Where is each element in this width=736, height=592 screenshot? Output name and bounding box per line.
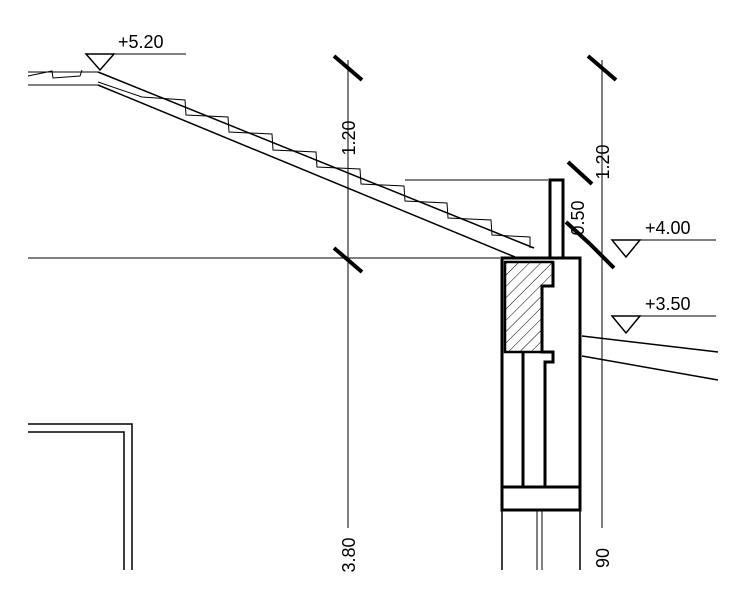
elevation-mark-ridge: +5.20 <box>84 32 186 72</box>
elevation-mark-eaves: +4.00 <box>610 218 716 259</box>
elevation-mark-slab: +3.50 <box>610 294 716 335</box>
window-frame <box>28 423 133 570</box>
dim-left-upper: 1.20 <box>339 120 359 155</box>
dim-left-lower: 3.80 <box>339 537 359 572</box>
dim-right-lower: 90 <box>593 548 613 568</box>
roof-slope <box>27 69 535 258</box>
dim-right-middle: 0.50 <box>568 200 588 235</box>
elevation-slab: +3.50 <box>645 294 691 314</box>
elevation-eaves: +4.00 <box>645 218 691 238</box>
right-slab <box>581 335 719 381</box>
dimension-line-left: 1.20 3.80 <box>332 54 364 573</box>
ring-beam <box>500 178 582 570</box>
elevation-ridge: +5.20 <box>118 32 164 52</box>
dimension-line-right: 1.20 0.50 90 <box>564 54 618 568</box>
dim-right-upper: 1.20 <box>593 144 613 179</box>
